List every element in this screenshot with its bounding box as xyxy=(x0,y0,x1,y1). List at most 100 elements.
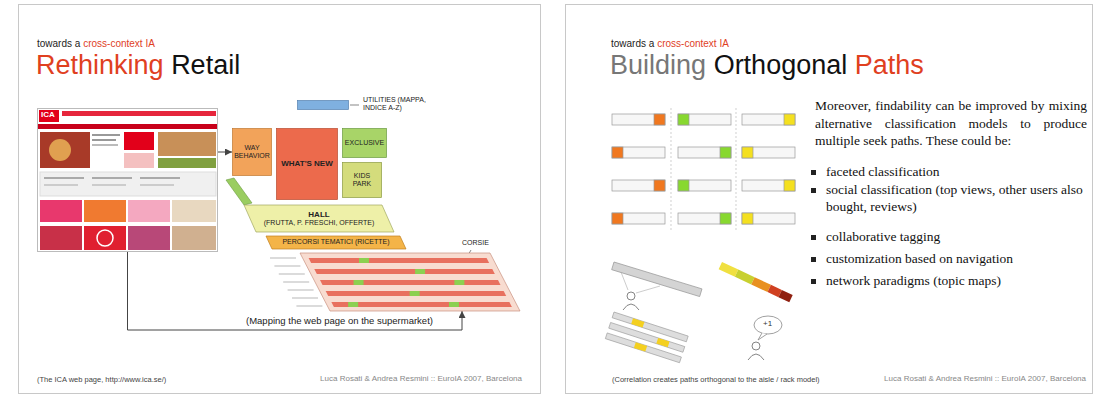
bullet-mark xyxy=(811,170,816,175)
store-sketch xyxy=(296,306,322,307)
zone-fill xyxy=(266,236,406,249)
zone-label: WAY BEHAVIOR xyxy=(234,144,270,161)
kicker-text: towards a xyxy=(611,38,654,49)
web-page-mockup xyxy=(49,139,71,161)
shelf-highlight xyxy=(359,258,369,263)
orthogonal-bars xyxy=(784,180,795,191)
hall-zone: HALL(FRUTTA, P. FRESCHI, OFFERTE) xyxy=(244,205,394,232)
seek-path-figures xyxy=(735,270,755,285)
slide-title: Rethinking xyxy=(36,51,164,81)
seek-path-figures xyxy=(758,333,767,340)
zone-fill xyxy=(244,205,394,232)
store-zone: WHAT'S NEW xyxy=(276,128,338,200)
orthogonal-bars xyxy=(612,180,665,191)
web-page-mockup xyxy=(158,132,216,156)
slide-title: Building xyxy=(610,51,706,81)
seek-path-figures xyxy=(719,262,793,302)
shelf-highlight xyxy=(449,302,459,307)
slide-title: Paths xyxy=(855,51,924,81)
orthogonal-bars xyxy=(720,213,731,224)
orthogonal-bars xyxy=(654,180,665,191)
orthogonal-bars xyxy=(612,147,623,158)
web-page-mockup xyxy=(37,124,218,129)
zone-fill xyxy=(343,129,387,158)
author-credit: Luca Rosati & Andrea Resmini :: EuroIA 2… xyxy=(320,375,522,384)
store-sketch xyxy=(274,266,300,267)
web-page-mockup xyxy=(140,177,180,179)
zone-fill xyxy=(298,101,349,110)
orthogonal-bars xyxy=(720,147,731,158)
web-page-mockup xyxy=(92,144,118,146)
web-page-mockup xyxy=(172,200,216,222)
shelf-highlight xyxy=(410,291,420,296)
aisles-area: CORSIE xyxy=(300,253,520,311)
image-credit: (The ICA web page, http://www.ica.se/) xyxy=(37,376,166,384)
orthogonal-bars xyxy=(612,114,795,224)
orthogonal-bars xyxy=(678,147,731,158)
slide-title: Orthogonal xyxy=(714,51,848,81)
zone-fill xyxy=(343,163,382,198)
seek-path-figures xyxy=(605,262,792,363)
seek-path-figures xyxy=(748,354,764,360)
shelf-highlight xyxy=(415,269,425,274)
aisle-rack xyxy=(309,258,490,263)
leader-line xyxy=(350,105,359,106)
store-zone: WAY BEHAVIOR xyxy=(232,128,272,176)
orthogonal-bars xyxy=(612,114,795,224)
seek-path-figures xyxy=(754,316,782,334)
seek-path-figures xyxy=(605,312,688,363)
zone-label: KIDS PARK xyxy=(344,172,380,189)
screenshot-frame xyxy=(38,109,218,252)
store-sketch xyxy=(292,298,318,299)
bullet-text: social classification (top views, other … xyxy=(826,182,1088,216)
web-page-mockup xyxy=(39,110,59,122)
zone-label: CORSIE xyxy=(462,239,489,247)
aisle-rack xyxy=(320,280,501,285)
store-sketch xyxy=(270,258,296,259)
aisle-rack xyxy=(314,269,495,274)
aisle-rack xyxy=(331,302,512,307)
web-page-mockup xyxy=(140,184,174,186)
orthogonal-bars xyxy=(742,147,753,158)
orthogonal-bars xyxy=(678,114,689,125)
bullet-text: collaborative tagging xyxy=(826,229,1088,246)
orthogonal-bars xyxy=(678,114,731,125)
bullet-mark xyxy=(811,235,816,240)
web-page-mockup xyxy=(92,139,116,141)
seek-path-figures xyxy=(605,333,681,363)
zone-fill xyxy=(233,129,272,176)
bullet-mark xyxy=(811,188,816,193)
orthogonal-bars xyxy=(742,114,795,125)
web-page-mockup xyxy=(92,184,126,186)
slide-frame xyxy=(19,5,541,394)
web-page-mockup xyxy=(172,226,216,250)
zone-fill xyxy=(277,129,338,200)
seek-path-figures xyxy=(623,304,639,310)
utilities-zone: UTILITIES (MAPPA, INDICE A-Z) xyxy=(297,100,349,110)
seek-path-figures xyxy=(719,262,739,277)
orthogonal-bars xyxy=(678,180,731,191)
seek-path-figures xyxy=(612,262,702,297)
orthogonal-bars xyxy=(742,213,795,224)
web-page-mockup xyxy=(44,184,78,186)
seek-path-figures xyxy=(621,272,628,290)
web-page-screenshot-outline xyxy=(37,108,218,252)
slide-title: Retail xyxy=(171,51,240,81)
web-page-mockup xyxy=(124,153,154,168)
orthogonal-bars xyxy=(612,108,795,232)
web-page-mockup xyxy=(92,177,132,179)
web-page-mockup xyxy=(40,172,216,196)
orthogonal-bars xyxy=(678,213,731,224)
web-page-mockup xyxy=(97,230,113,246)
seek-path-figures xyxy=(778,290,792,302)
orthogonal-bars xyxy=(671,108,672,232)
bubble-text: +1 xyxy=(763,320,772,329)
orthogonal-bars xyxy=(742,213,753,224)
orthogonal-bars xyxy=(742,180,795,191)
orthogonal-bars xyxy=(612,114,665,125)
store-sketch xyxy=(288,290,314,291)
orthogonal-bars xyxy=(678,180,689,191)
